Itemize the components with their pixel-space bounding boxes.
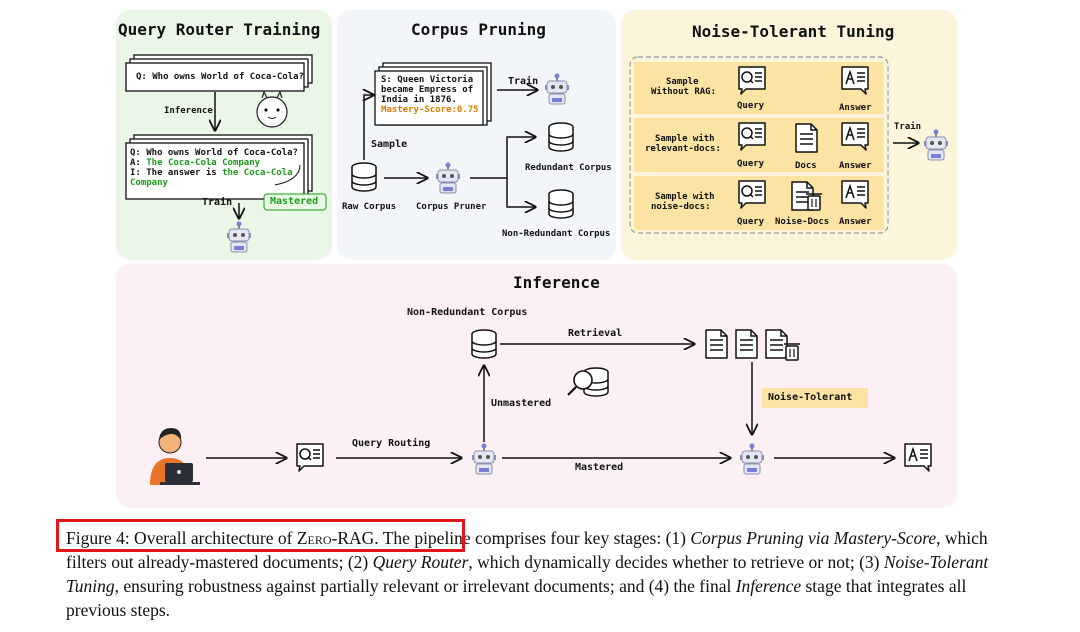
router-inference-label: Inference — [164, 106, 213, 116]
caption-rag: -RAG. — [331, 528, 379, 548]
router-a-line: A: The Coca-Cola Company — [130, 158, 261, 168]
user-laptop-icon — [150, 428, 200, 485]
pruning-doc-line-1: S: Queen Victoria — [381, 75, 474, 85]
router-query-text: Q: Who owns World of Coca-Cola? — [136, 72, 304, 82]
tuning-docs-label: Docs — [795, 161, 817, 171]
tuning-query-label-2: Query — [737, 159, 765, 169]
unmastered-label: Unmastered — [491, 398, 552, 409]
tuning-row3-label-1: Sample with — [655, 192, 715, 202]
caption-label: Figure 4: Overall architecture of — [66, 528, 297, 548]
non-redundant-corpus-label: Non-Redundant Corpus — [502, 229, 611, 239]
router-q-line: Q: Who owns World of Coca-Cola? — [130, 148, 298, 158]
router-i-line-2: Company — [130, 178, 168, 188]
inference-answer-icon — [904, 443, 932, 472]
tuning-panel-title: Noise-Tolerant Tuning — [692, 22, 895, 41]
tuning-dashed-box — [629, 56, 889, 234]
pruning-doc-stack — [374, 62, 492, 126]
tuning-row1-label-1: Sample — [666, 77, 699, 87]
router-panel-title: Query Router Training — [118, 20, 321, 39]
pruning-doc-line-2: became Empress of — [381, 85, 474, 95]
inference-corpus-db-icon — [471, 329, 497, 359]
alpaca-icon — [256, 90, 288, 128]
pruning-sample-label: Sample — [371, 139, 408, 150]
figure-caption: Figure 4: Overall architecture of Zero-R… — [66, 528, 989, 620]
inference-query-icon — [296, 443, 324, 472]
tuning-answer-label-3: Answer — [839, 217, 872, 227]
corpus-pruner-robot-icon — [435, 161, 461, 194]
noise-tolerant-tag-box — [762, 388, 868, 408]
retrieved-trash-icon — [783, 343, 801, 361]
noise-tolerant-tag: Noise-Tolerant — [768, 392, 853, 403]
pruning-mastery-score: Mastery-Score:0.75 — [381, 105, 479, 115]
inference-mastered-label: Mastered — [575, 462, 624, 473]
query-router-robot-icon — [471, 442, 497, 475]
redundant-db-icon — [548, 122, 574, 152]
retrieval-search-icon — [567, 367, 609, 397]
retrieved-doc-icon-1 — [705, 329, 728, 359]
retrieval-label: Retrieval — [568, 328, 623, 339]
router-query-card-stack — [125, 54, 313, 92]
tuning-train-robot-icon — [923, 128, 949, 161]
non-redundant-db-icon — [548, 189, 574, 219]
query-routing-label: Query Routing — [352, 438, 431, 449]
inference-corpus-label: Non-Redundant Corpus — [407, 307, 528, 318]
retrieved-doc-icon-2 — [735, 329, 758, 359]
tuning-answer-label-1: Answer — [839, 103, 872, 113]
pruning-doc-line-3: India in 1876. — [381, 95, 457, 105]
tuning-docs-icon — [795, 123, 818, 153]
pruning-train-robot-icon — [544, 72, 570, 105]
tuning-row2-label-1: Sample with — [655, 134, 715, 144]
tuning-trash-icon — [805, 193, 823, 211]
mastered-tag-box — [263, 193, 327, 211]
router-train-label: Train — [202, 197, 233, 208]
tuning-row3-label-2: noise-docs: — [651, 202, 711, 212]
raw-corpus-label: Raw Corpus — [342, 202, 397, 212]
raw-corpus-db-icon — [351, 162, 377, 192]
tuning-row2-label-2: relevant-docs: — [645, 144, 721, 154]
router-mastered-tag: Mastered — [270, 196, 319, 207]
caption-highlight-box — [56, 519, 465, 552]
generator-robot-icon — [739, 442, 765, 475]
retrieved-doc-icon-3 — [765, 329, 788, 359]
pruning-panel-title: Corpus Pruning — [411, 20, 546, 39]
tuning-row1-label-2: Without RAG: — [651, 87, 717, 97]
caption-zero: Zero — [296, 528, 332, 548]
tuning-train-label: Train — [894, 122, 922, 132]
pruning-train-label: Train — [508, 76, 539, 87]
tuning-query-label-3: Query — [737, 217, 765, 227]
router-i-line: I: The answer is the Coca-Cola — [130, 168, 293, 178]
router-robot-icon — [226, 220, 252, 253]
tuning-answer-label-2: Answer — [839, 161, 872, 171]
inference-panel — [116, 264, 957, 508]
corpus-pruner-label: Corpus Pruner — [416, 202, 487, 212]
router-answer-card-stack — [125, 134, 313, 200]
inference-panel-title: Inference — [513, 273, 600, 292]
tuning-noise-docs-label: Noise-Docs — [775, 217, 830, 227]
tuning-query-label-1: Query — [737, 101, 765, 111]
redundant-corpus-label: Redundant Corpus — [525, 163, 612, 173]
